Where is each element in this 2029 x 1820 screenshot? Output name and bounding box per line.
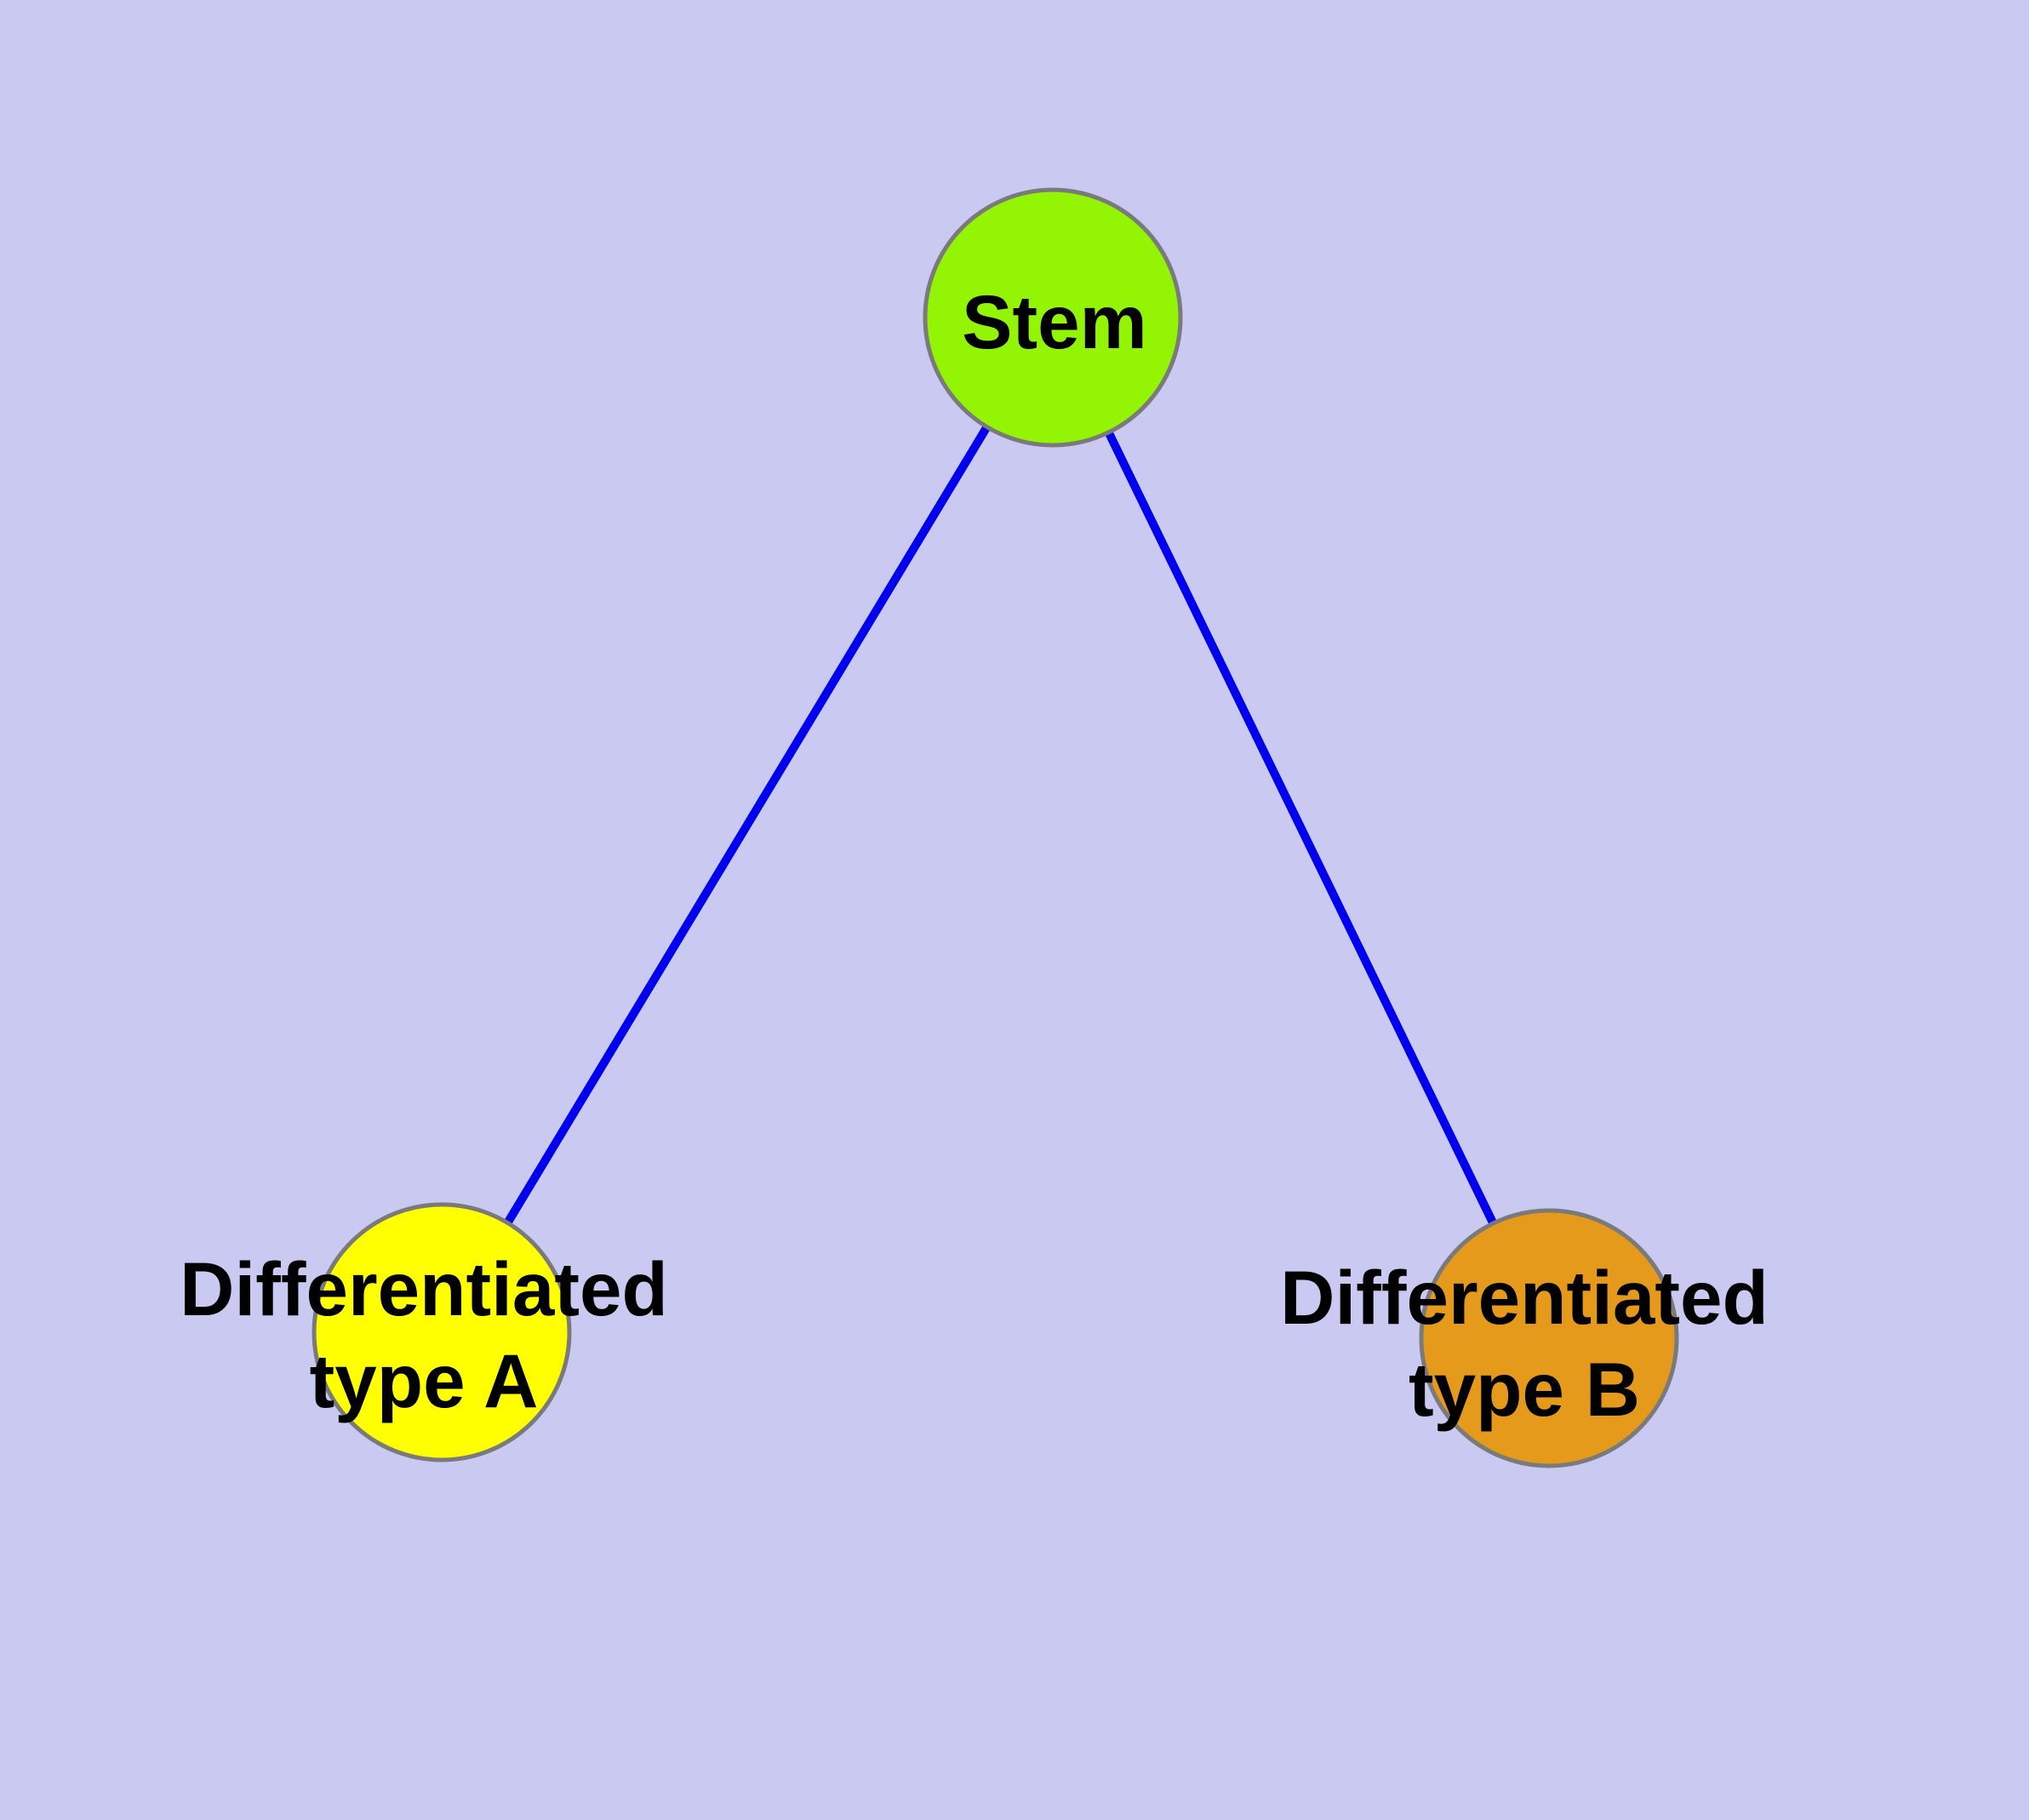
node-type-a-circle <box>311 1202 572 1462</box>
node-type-b-circle <box>1419 1208 1679 1468</box>
edge-stem-to-type-b <box>1049 315 1553 1341</box>
node-type-b-label: Differentiated type B <box>1280 1255 1769 1432</box>
node-stem-circle <box>923 187 1183 448</box>
node-stem-label: Stem <box>962 279 1147 364</box>
node-type-a-label: Differentiated type A <box>180 1246 668 1423</box>
edge-stem-to-type-a <box>437 315 1057 1335</box>
